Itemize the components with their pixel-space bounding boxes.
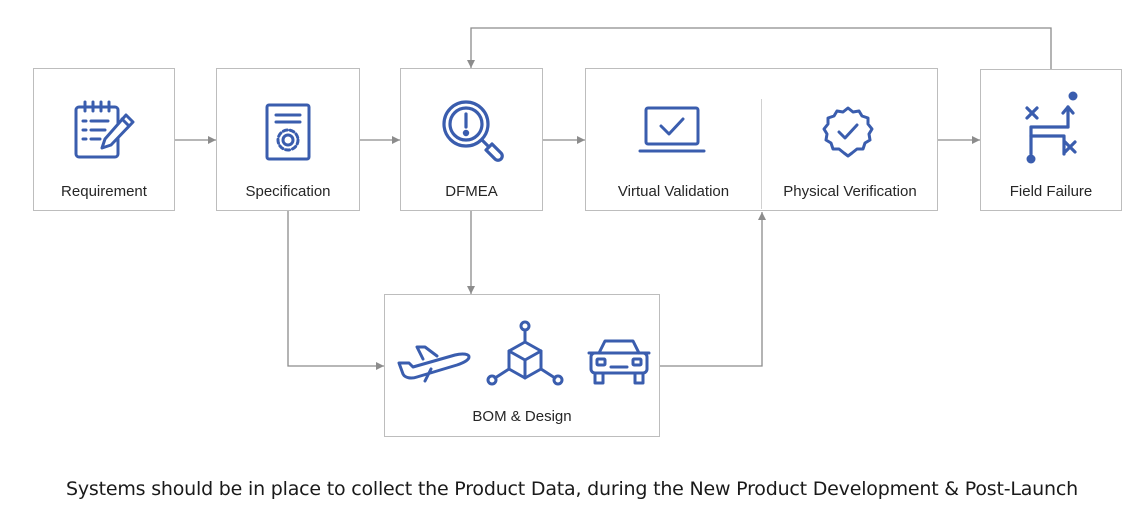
validation-divider xyxy=(761,99,762,209)
node-virtual-validation-label: Virtual Validation xyxy=(617,183,730,200)
node-requirement: Requirement xyxy=(33,68,175,211)
magnifier-exclamation-icon xyxy=(441,99,505,163)
badge-check-icon xyxy=(821,105,875,159)
edge-specification-bom-design xyxy=(287,211,384,370)
node-physical-verification-label: Physical Verification xyxy=(783,183,917,200)
node-specification: Specification xyxy=(216,68,360,211)
car-icon xyxy=(585,337,653,387)
node-specification-label: Specification xyxy=(245,183,331,200)
node-requirement-label: Requirement xyxy=(61,183,147,200)
node-bom-design-label: BOM & Design xyxy=(472,408,572,425)
clipboard-pen-icon xyxy=(72,99,136,163)
airplane-icon xyxy=(395,341,473,383)
node-dfmea-label: DFMEA xyxy=(445,183,498,200)
node-validation: Virtual Validation Physical Verification xyxy=(585,68,938,211)
node-bom-design: BOM & Design xyxy=(384,294,660,437)
node-field-failure: Field Failure xyxy=(980,69,1122,211)
laptop-check-icon xyxy=(638,105,706,155)
document-gear-icon xyxy=(264,102,312,162)
edge-field-failure-dfmea xyxy=(467,27,1052,69)
node-field-failure-label: Field Failure xyxy=(1009,183,1093,200)
edge-bom-design-validation xyxy=(660,212,766,367)
node-dfmea: DFMEA xyxy=(400,68,543,211)
cube-network-icon xyxy=(485,320,565,390)
strategy-path-icon xyxy=(1021,90,1085,166)
diagram-caption: Systems should be in place to collect th… xyxy=(66,478,1078,500)
